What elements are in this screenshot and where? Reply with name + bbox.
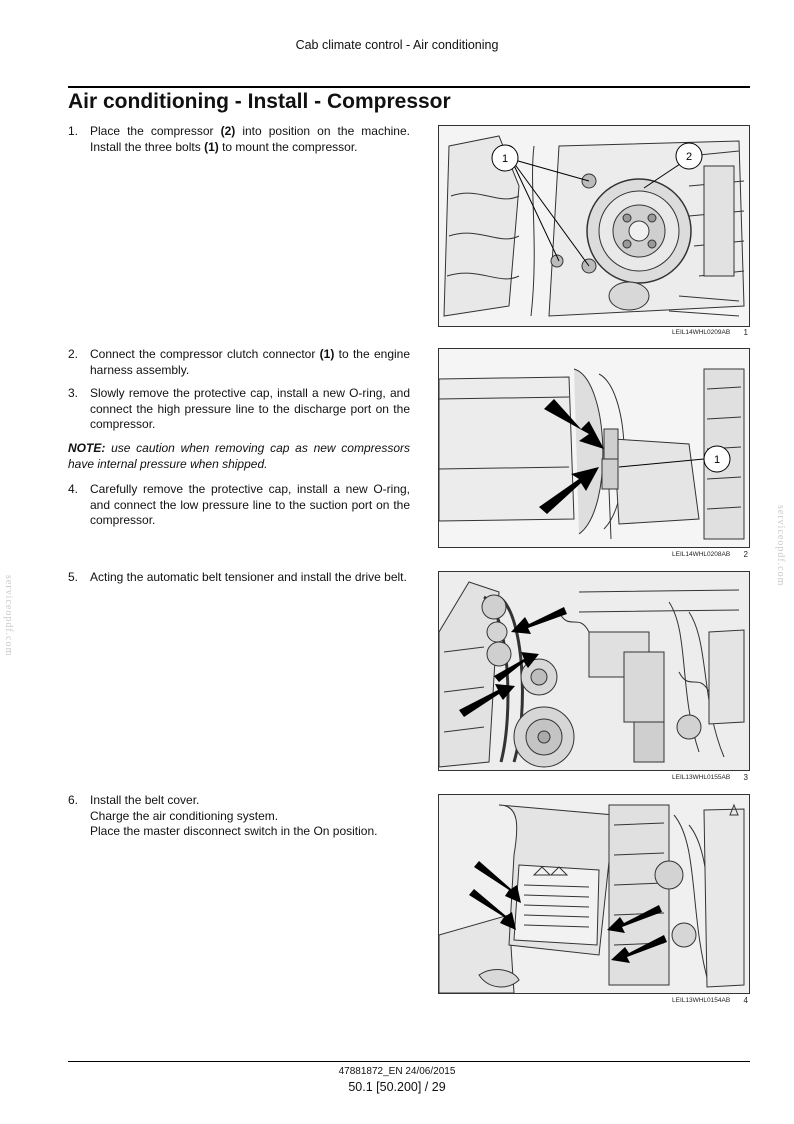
callout-ref: (1) [204, 139, 219, 154]
step-number: 3. [68, 386, 79, 400]
step-number: 5. [68, 570, 79, 584]
step-text: Place the compressor (2) into position o… [90, 124, 410, 154]
step-5: 5. Acting the automatic belt tensioner a… [68, 570, 410, 586]
step-text: Install the belt cover. Charge the air c… [90, 793, 378, 838]
document-reference: 47881872_EN 24/06/2015 [338, 1066, 456, 1077]
callout-2: 2 [686, 151, 692, 163]
step-number: 1. [68, 124, 79, 138]
note-label: NOTE: [68, 441, 106, 455]
callout-ref: (2) [220, 124, 236, 138]
step-number: 6. [68, 793, 79, 807]
step-6: 6. Install the belt cover. Charge the ai… [68, 793, 410, 840]
step-text: Connect the compressor clutch connector … [90, 347, 410, 377]
page-reference: 50.1 [50.200] / 29 [348, 1080, 446, 1094]
step-text: Slowly remove the protective cap, instal… [90, 386, 410, 431]
step-1: 1. Place the compressor (2) into positio… [68, 124, 410, 155]
step-2: 2. Connect the compressor clutch connect… [68, 347, 410, 378]
figure-number: 4 [743, 996, 748, 1005]
figure-4-belt-cover [438, 794, 750, 994]
caution-note: NOTE: use caution when removing cap as n… [68, 441, 410, 471]
step-text: Carefully remove the protective cap, ins… [90, 482, 410, 527]
figure-2-clutch-connector: 1 [438, 348, 750, 548]
callout-1: 1 [714, 454, 720, 466]
header-rule [68, 86, 750, 88]
running-header: Cab climate control - Air conditioning [295, 38, 499, 52]
footer-rule [68, 1061, 750, 1062]
figure-code: LEIL13WHL0154AB [672, 997, 731, 1004]
callout-ref: (1) [319, 347, 335, 361]
page-title: Air conditioning - Install - Compressor [68, 90, 451, 113]
callout-1: 1 [502, 153, 508, 165]
figure-number: 2 [743, 550, 748, 559]
step-number: 4. [68, 482, 79, 496]
step-number: 2. [68, 347, 79, 361]
figure-code: LEIL14WHL0209AB [672, 329, 731, 336]
figure-code: LEIL14WHL0208AB [672, 551, 731, 558]
figure-code: LEIL13WHL0155AB [672, 774, 731, 781]
figure-number: 1 [743, 328, 748, 337]
figure-3-drive-belt [438, 571, 750, 771]
step-3: 3. Slowly remove the protective cap, ins… [68, 386, 410, 433]
figure-number: 3 [743, 773, 748, 782]
step-text: Acting the automatic belt tensioner and … [90, 570, 407, 584]
step-4: 4. Carefully remove the protective cap, … [68, 482, 410, 529]
watermark-right: serviceopdf.com [775, 505, 786, 587]
watermark-left: serviceopdf.com [3, 575, 14, 657]
figure-1-compressor-bolts: 1 2 [438, 125, 750, 327]
